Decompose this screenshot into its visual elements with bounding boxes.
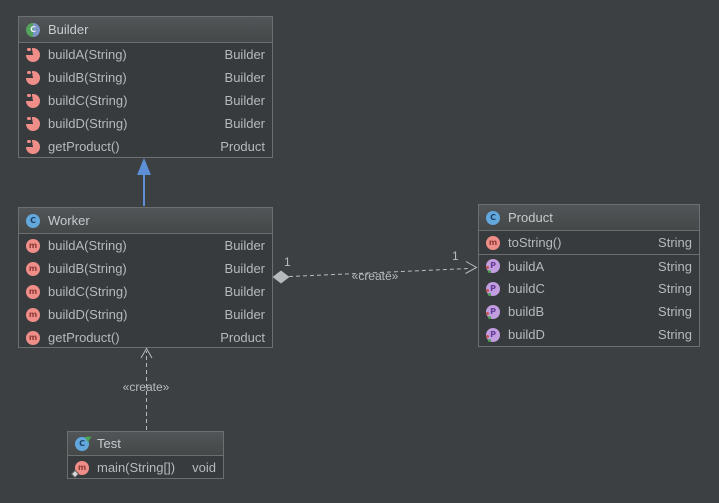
method-row[interactable]: buildB(String) Builder xyxy=(19,66,272,89)
method-icon: m xyxy=(26,284,40,299)
class-node-worker[interactable]: C Worker m buildA(String) Builder m buil… xyxy=(18,207,273,348)
multiplicity-source: 1 xyxy=(284,255,291,269)
method-name: buildD(String) xyxy=(48,116,128,131)
open-arrowhead xyxy=(140,347,153,359)
method-return-type: void xyxy=(192,460,216,475)
abstract-method-icon xyxy=(26,70,40,85)
property-icon: P xyxy=(486,304,500,319)
method-name: buildB(String) xyxy=(48,261,127,276)
method-row[interactable]: buildD(String) Builder xyxy=(19,112,272,135)
method-return-type: String xyxy=(658,235,692,250)
class-title: Builder xyxy=(48,22,89,37)
method-name: getProduct() xyxy=(48,139,120,154)
class-node-builder[interactable]: C Builder buildA(String) Builder buildB(… xyxy=(18,16,273,158)
class-node-test[interactable]: C Test m main(String[]) void xyxy=(67,431,224,479)
field-type: String xyxy=(658,327,692,342)
method-name: getProduct() xyxy=(48,330,120,345)
method-row[interactable]: m buildC(String) Builder xyxy=(19,280,272,303)
field-name: buildC xyxy=(508,281,545,296)
edge-realization-worker-builder[interactable] xyxy=(137,158,151,206)
class-node-product[interactable]: C Product m toString() String P buildA S… xyxy=(478,204,700,347)
method-return-type: Product xyxy=(220,139,265,154)
property-icon: P xyxy=(486,327,500,342)
method-return-type: Product xyxy=(220,330,265,345)
multiplicity-target: 1 xyxy=(452,249,459,263)
method-row[interactable]: buildC(String) Builder xyxy=(19,89,272,112)
abstract-method-icon xyxy=(26,116,40,131)
property-icon: P xyxy=(486,281,500,296)
method-name: buildA(String) xyxy=(48,47,127,62)
class-icon: C xyxy=(486,210,500,225)
method-name: buildC(String) xyxy=(48,93,128,108)
method-row[interactable]: m buildB(String) Builder xyxy=(19,257,272,280)
edge-stereotype-create: «create» xyxy=(351,269,399,283)
field-name: buildB xyxy=(508,304,545,319)
field-type: String xyxy=(658,258,692,274)
method-icon: m xyxy=(26,238,40,253)
class-header-test[interactable]: C Test xyxy=(68,432,223,456)
method-icon: m xyxy=(26,330,40,345)
method-return-type: Builder xyxy=(224,261,265,276)
main-method-icon: m xyxy=(75,460,89,475)
field-row[interactable]: P buildA String xyxy=(479,254,699,277)
class-title: Product xyxy=(508,210,553,225)
method-row[interactable]: m buildD(String) Builder xyxy=(19,303,272,326)
method-name: main(String[]) xyxy=(97,460,176,475)
property-icon: P xyxy=(486,259,500,273)
method-icon: m xyxy=(26,307,40,322)
method-row[interactable]: buildA(String) Builder xyxy=(19,43,272,66)
method-row[interactable]: getProduct() Product xyxy=(19,135,272,158)
field-name: buildD xyxy=(508,327,545,342)
open-arrowhead xyxy=(465,261,478,274)
field-type: String xyxy=(658,304,692,319)
method-name: toString() xyxy=(508,235,562,250)
field-row[interactable]: P buildC String xyxy=(479,277,699,300)
method-row[interactable]: m getProduct() Product xyxy=(19,326,272,349)
class-header-product[interactable]: C Product xyxy=(479,205,699,231)
method-icon: m xyxy=(486,235,500,250)
abstract-method-icon xyxy=(26,47,40,62)
method-name: buildD(String) xyxy=(48,307,128,322)
edge-stereotype-create: «create» xyxy=(122,380,170,394)
method-row[interactable]: m main(String[]) void xyxy=(68,456,223,479)
class-header-worker[interactable]: C Worker xyxy=(19,208,272,234)
method-icon: m xyxy=(26,261,40,276)
method-return-type: Builder xyxy=(224,70,265,85)
abstract-method-icon xyxy=(26,139,40,154)
class-title: Test xyxy=(97,436,121,451)
method-return-type: Builder xyxy=(224,93,265,108)
method-return-type: Builder xyxy=(224,307,265,322)
class-header-builder[interactable]: C Builder xyxy=(19,17,272,43)
method-return-type: Builder xyxy=(224,47,265,62)
method-name: buildA(String) xyxy=(48,238,127,253)
field-type: String xyxy=(658,281,692,296)
diamond-arrowhead xyxy=(272,270,290,284)
class-title: Worker xyxy=(48,213,90,228)
runnable-class-icon: C xyxy=(75,436,89,451)
field-row[interactable]: P buildD String xyxy=(479,323,699,346)
method-name: buildC(String) xyxy=(48,284,128,299)
abstract-method-icon xyxy=(26,93,40,108)
realization-arrowhead xyxy=(137,158,151,175)
class-icon: C xyxy=(26,213,40,228)
field-row[interactable]: P buildB String xyxy=(479,300,699,323)
method-name: buildB(String) xyxy=(48,70,127,85)
method-row[interactable]: m buildA(String) Builder xyxy=(19,234,272,257)
field-name: buildA xyxy=(508,258,545,274)
method-return-type: Builder xyxy=(224,238,265,253)
method-return-type: Builder xyxy=(224,116,265,131)
method-row[interactable]: m toString() String xyxy=(479,231,699,254)
method-return-type: Builder xyxy=(224,284,265,299)
class-icon: C xyxy=(26,22,40,37)
